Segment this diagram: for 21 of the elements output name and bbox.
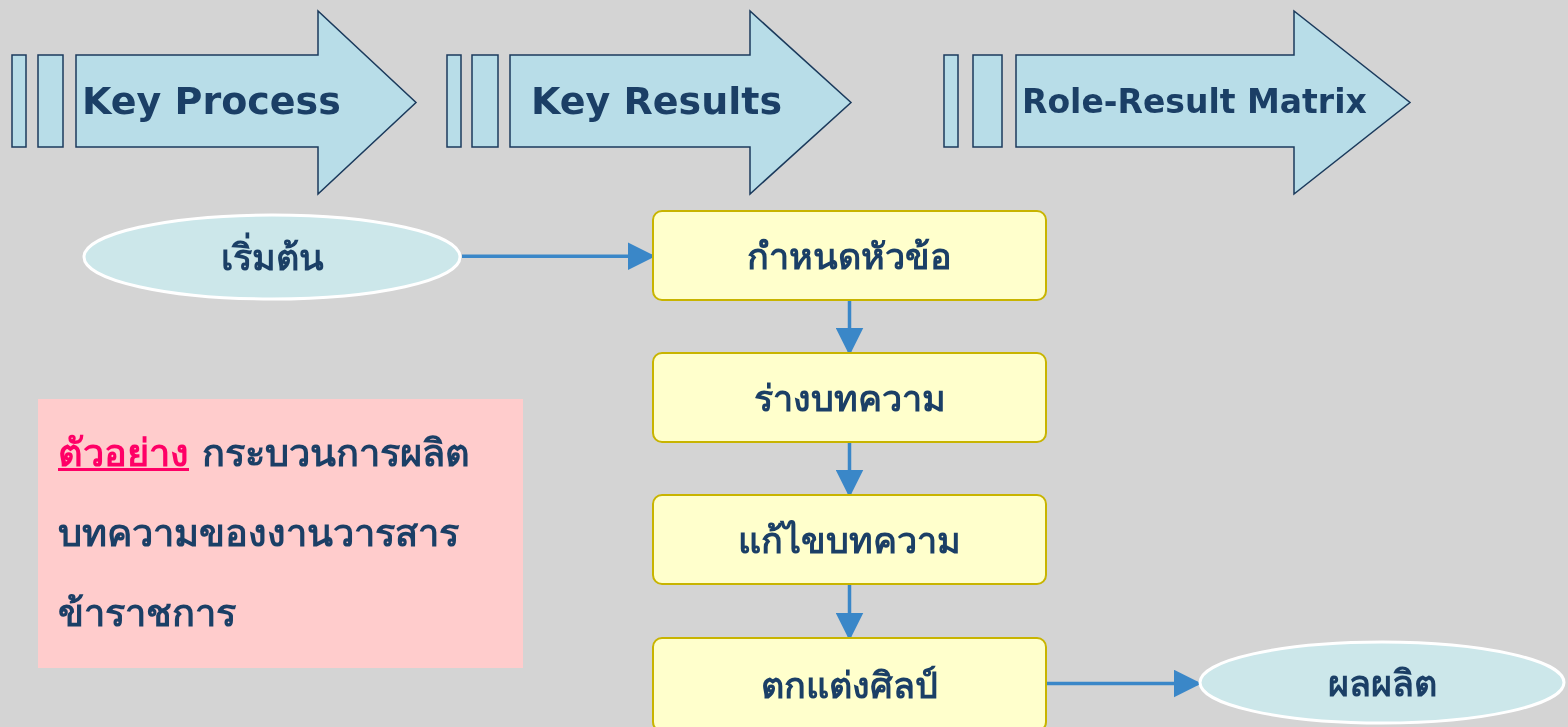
node-label: กำหนดหัวข้อ <box>746 234 953 278</box>
block-arrow <box>445 10 853 195</box>
arrow-label: Key Results <box>531 79 783 124</box>
ellipse-node <box>82 213 462 301</box>
process-box <box>652 210 1047 301</box>
ellipse-node <box>1198 640 1566 725</box>
process-box <box>652 352 1047 443</box>
node-label: แก้ไขบทความ <box>737 518 962 562</box>
block-arrow <box>10 10 418 195</box>
node-label: ตกแต่งศิลป์ <box>760 663 939 707</box>
node-label: ผลผลิต <box>1326 661 1438 705</box>
arrow <box>1047 669 1202 698</box>
process-box <box>652 637 1047 727</box>
note-box <box>38 399 523 668</box>
arrow-label: Role-Result Matrix <box>1022 82 1367 122</box>
note-text: ตัวอย่าง กระบวนการผลิตบทความของงานวารสารข้าราชการ <box>58 430 472 637</box>
process-box <box>652 494 1047 585</box>
node-label: เริ่มต้น <box>82 228 462 286</box>
block-arrow <box>942 10 1412 195</box>
arrow-label: Key Process <box>82 79 341 124</box>
node-label: ร่างบทความ <box>752 376 947 420</box>
